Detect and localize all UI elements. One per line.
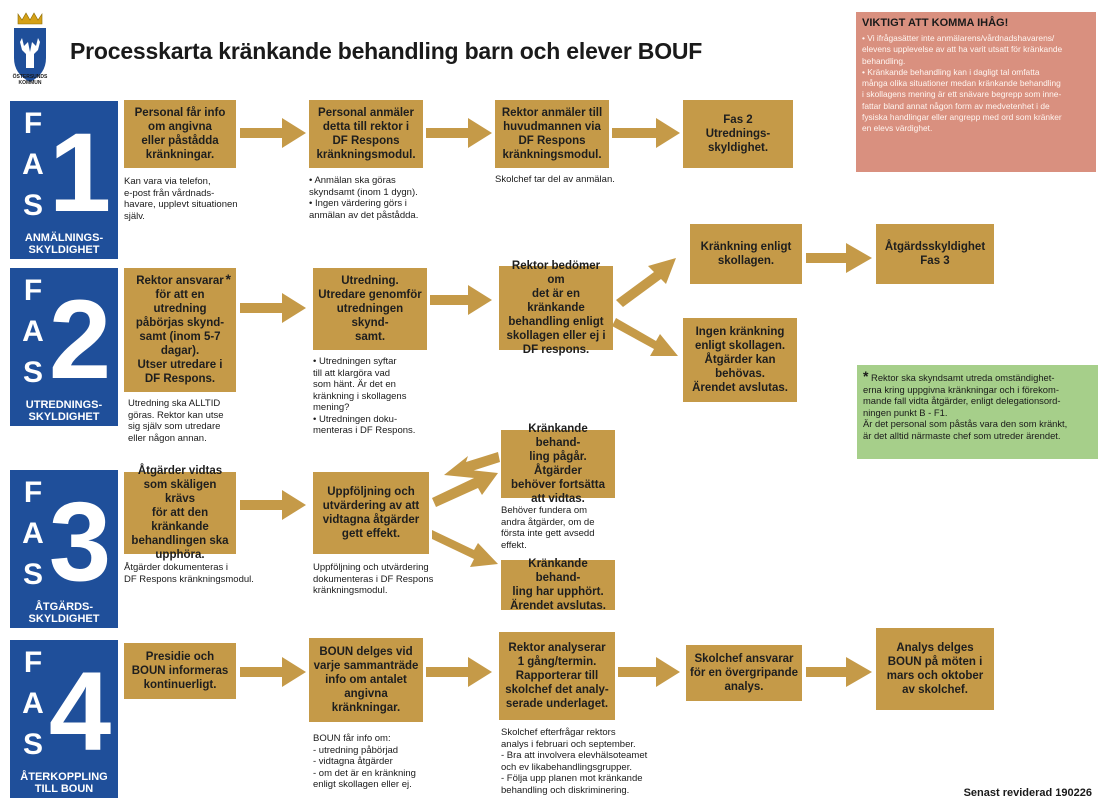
- arrow-1b-1c: [426, 118, 492, 148]
- box-2a-star: *: [225, 271, 231, 287]
- box-1d: Fas 2 Utrednings- skyldighet.: [683, 100, 793, 168]
- box-4a: Presidie och BOUN informeras kontinuerli…: [124, 643, 236, 699]
- box-1b: Personal anmäler detta till rektor i DF …: [309, 100, 423, 168]
- phase-4-subtitle: ÅTERKOPPLING TILL BOUN: [20, 771, 108, 795]
- arrow-4a-4b: [240, 657, 306, 687]
- box-4e: Analys delges BOUN på möten i mars och o…: [876, 628, 994, 710]
- box-2b: Utredning. Utredare genomför utredningen…: [313, 268, 427, 350]
- note-2b: • Utredningen syftar till att klargöra v…: [313, 356, 416, 436]
- phase-1-subtitle: ANMÄLNINGS- SKYLDIGHET: [24, 232, 104, 256]
- note-2a: Utredning ska ALLTID göras. Rektor kan u…: [128, 398, 224, 444]
- phase-2-subtitle: UTREDNINGS- SKYLDIGHET: [25, 399, 103, 423]
- phase-3-number: 3: [48, 479, 112, 604]
- arrow-2c-2f: [612, 318, 678, 356]
- arrow-2d-2e: [806, 243, 872, 273]
- box-4b: BOUN delges vid varje sammanträde info o…: [309, 638, 423, 722]
- important-title: VIKTIGT ATT KOMMA IHÅG!: [862, 17, 1009, 29]
- note-4c: Skolchef efterfrågar rektors analys i fe…: [501, 727, 648, 796]
- note-1b: • Anmälan ska göras skyndsamt (inom 1 dy…: [309, 175, 419, 221]
- box-3d: Kränkande behand- ling har upphört. Ären…: [501, 558, 615, 612]
- kommun-logo: [14, 12, 46, 82]
- page-title: Processkarta kränkande behandling barn o…: [70, 38, 703, 64]
- note-1c: Skolchef tar del av anmälan.: [495, 174, 615, 185]
- arrow-2c-2d: [616, 258, 676, 307]
- arrow-4c-4d: [618, 657, 680, 687]
- logo-text: ÖSTERSUNDS KOMMUN: [12, 74, 48, 86]
- box-2e: Åtgärdsskyldighet Fas 3: [876, 224, 994, 284]
- phase-2-number: 2: [48, 277, 112, 402]
- box-3a: Åtgärder vidtas som skäligen krävs för a…: [124, 465, 236, 561]
- note-3c: Behöver fundera om andra åtgärder, om de…: [501, 505, 595, 551]
- arrow-1c-1d: [612, 118, 680, 148]
- note-4b: BOUN får info om: - utredning påbörjad -…: [313, 733, 416, 790]
- arrow-3a-3b: [240, 490, 306, 520]
- note-3b: Uppföljning och utvärdering dokumenteras…: [313, 562, 434, 596]
- box-3c: Kränkande behand- ling pågår. Åtgärder b…: [501, 423, 615, 505]
- arrow-3b-3d: [432, 530, 498, 567]
- phase-1-number: 1: [48, 110, 112, 235]
- important-body: • Vi ifrågasätter inte anmälarens/vårdna…: [862, 33, 1063, 134]
- arrow-2b-2c: [430, 285, 492, 315]
- footnote-box: * Rektor ska skyndsamt utreda omständigh…: [857, 365, 1098, 459]
- phase-4-number: 4: [48, 649, 112, 774]
- note-1a: Kan vara via telefon, e-post från vårdna…: [124, 176, 238, 222]
- box-2a-text: Rektor ansvarar för att en utredning påb…: [135, 275, 225, 385]
- box-2a: Rektor ansvarar för att en utredning påb…: [124, 268, 236, 392]
- box-2f: Ingen kränkning enligt skollagen. Åtgärd…: [683, 318, 797, 402]
- arrow-3c-3a: [444, 452, 500, 478]
- phase-3-subtitle: ÅTGÄRDS- SKYLDIGHET: [28, 601, 100, 625]
- box-4d: Skolchef ansvarar för en övergripande an…: [686, 645, 802, 701]
- arrow-1a-1b: [240, 118, 306, 148]
- important-box: VIKTIGT ATT KOMMA IHÅG! • Vi ifrågasätte…: [856, 12, 1096, 172]
- note-3a: Åtgärder dokumenteras i DF Respons kränk…: [124, 562, 254, 585]
- arrow-4b-4c: [426, 657, 492, 687]
- footnote-star: *: [863, 368, 869, 384]
- box-2c: Rektor bedömer om det är en kränkande be…: [499, 260, 613, 356]
- box-4c: Rektor analyserar 1 gång/termin. Rapport…: [499, 632, 615, 720]
- revised-date: Senast reviderad 190226: [963, 787, 1092, 799]
- box-2d: Kränkning enligt skollagen.: [690, 224, 802, 284]
- arrow-3b-3c: [432, 470, 498, 507]
- box-3b: Uppföljning och utvärdering av att vidta…: [313, 472, 429, 554]
- arrow-4d-4e: [806, 657, 872, 687]
- footnote-text: Rektor ska skyndsamt utreda omständighet…: [863, 372, 1068, 441]
- box-1a: Personal får info om angivna eller påstå…: [124, 100, 236, 168]
- box-1c: Rektor anmäler till huvudmannen via DF R…: [495, 100, 609, 168]
- arrow-2a-2b: [240, 293, 306, 323]
